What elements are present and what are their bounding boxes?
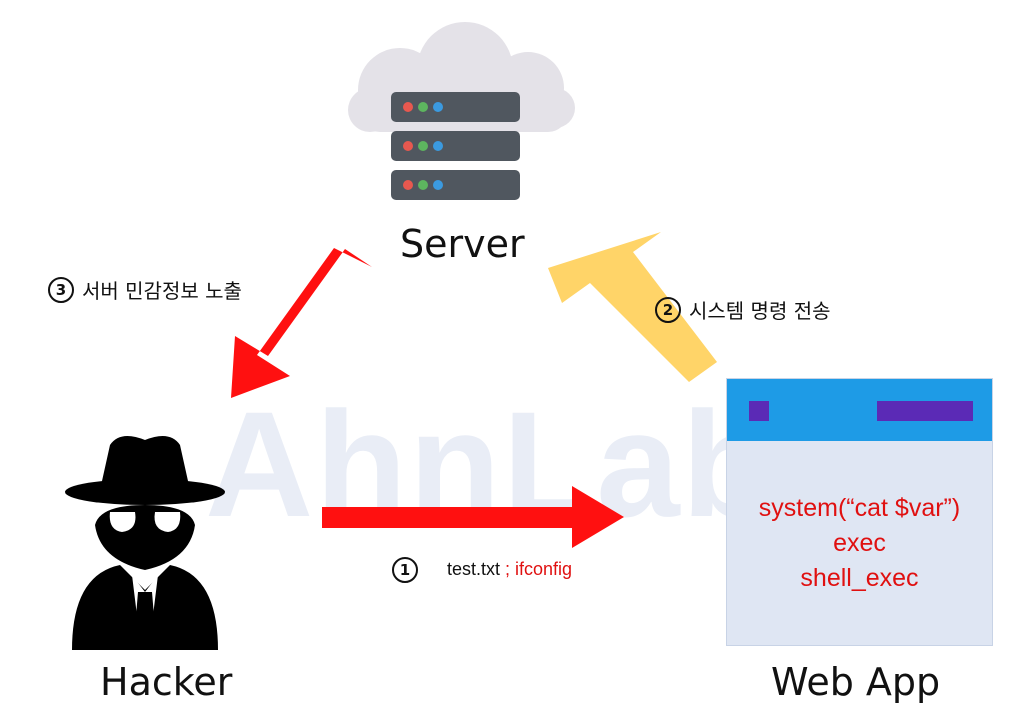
step-1-payload: test.txt ; ifconfig — [447, 559, 572, 580]
step-2-label: 2 시스템 명령 전송 — [655, 295, 831, 324]
step-3-text: 서버 민감정보 노출 — [82, 279, 242, 303]
arrow-step-3 — [231, 248, 372, 398]
step-1-number: 1 — [392, 557, 418, 583]
code-line-exec: exec — [833, 529, 886, 557]
step-3-number: 3 — [48, 276, 74, 303]
webapp-header-bar — [727, 379, 992, 441]
code-line-shell-exec: shell_exec — [800, 564, 919, 592]
arrow-step-2 — [548, 232, 717, 382]
hacker-label: Hacker — [100, 660, 233, 704]
step-3-label: 3 서버 민감정보 노출 — [48, 275, 242, 304]
code-line-system: system(“cat $var”) — [758, 494, 961, 522]
step-1-label: 1 — [392, 557, 426, 583]
server-rack — [391, 92, 520, 200]
webapp-label: Web App — [771, 660, 941, 704]
arrow-step-1 — [322, 486, 624, 548]
webapp-header-square — [749, 401, 769, 421]
webapp-header-bar-block — [877, 401, 973, 421]
payload-filename: test.txt — [447, 559, 501, 579]
webapp-window: system(“cat $var”) exec shell_exec — [726, 378, 993, 646]
payload-injected-command: ; ifconfig — [500, 559, 573, 579]
server-label: Server — [400, 222, 525, 266]
step-2-number: 2 — [655, 296, 681, 323]
step-2-text: 시스템 명령 전송 — [689, 299, 831, 323]
